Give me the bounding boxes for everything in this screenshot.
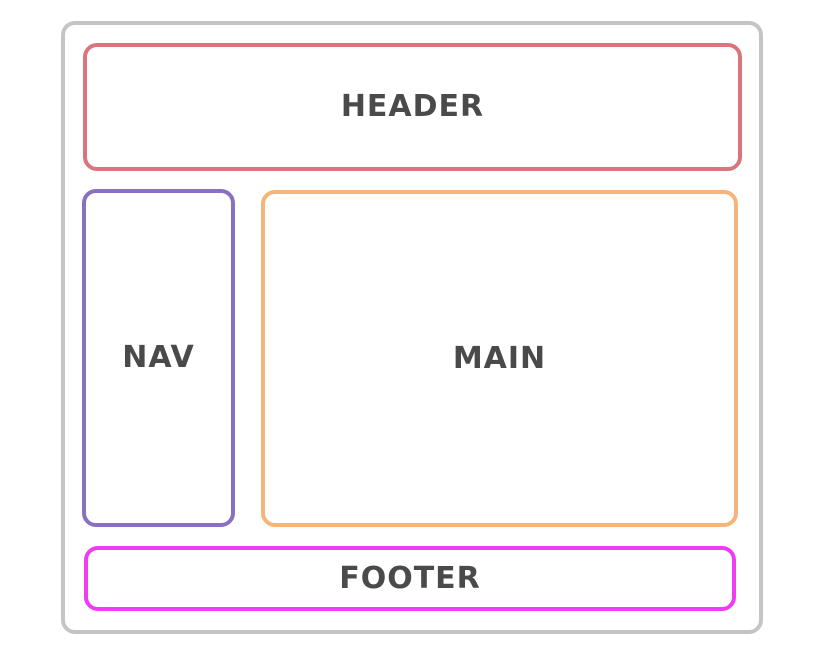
footer-region: FOOTER: [84, 546, 736, 611]
footer-label: FOOTER: [339, 560, 481, 596]
nav-region: NAV: [82, 189, 235, 527]
nav-label: NAV: [122, 340, 195, 375]
header-label: HEADER: [340, 89, 485, 124]
main-label: MAIN: [452, 340, 547, 376]
header-region: HEADER: [83, 43, 742, 171]
main-region: MAIN: [261, 190, 738, 527]
